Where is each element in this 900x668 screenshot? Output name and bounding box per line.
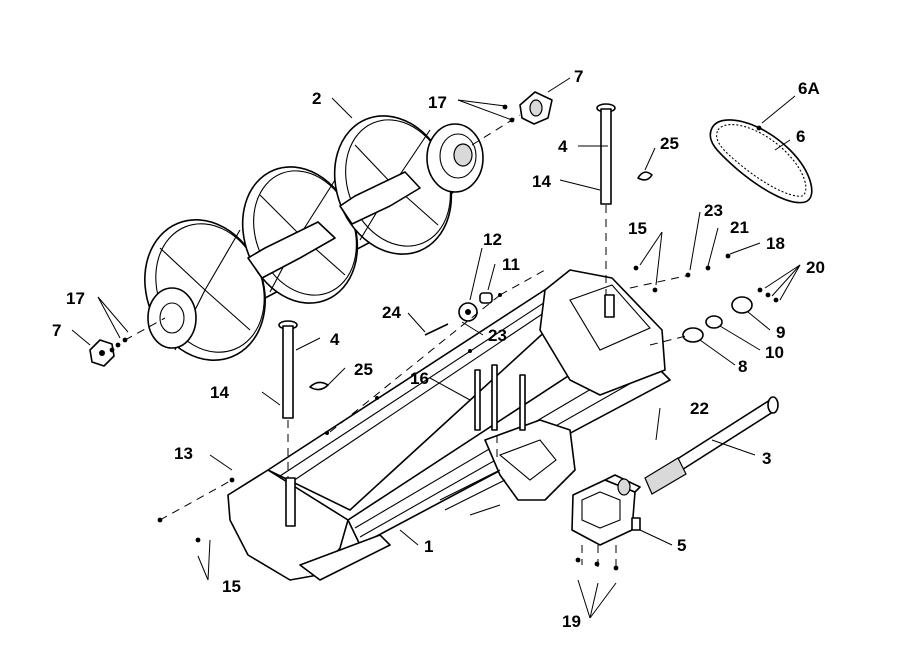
callout-6a: 6A: [798, 79, 820, 98]
callout-3: 3: [762, 449, 771, 468]
pin-24: [424, 323, 449, 336]
callout-23-lower: 23: [488, 326, 507, 345]
drive-chain: [709, 119, 813, 204]
bearing-8: [682, 327, 704, 343]
bushing: [479, 292, 493, 304]
post-right: [596, 103, 616, 205]
callout-21: 21: [730, 218, 749, 237]
clip-upper: [637, 171, 653, 181]
gearbox: [571, 474, 641, 546]
callout-7-upper: 7: [574, 67, 583, 86]
callout-23-upper: 23: [704, 201, 723, 220]
callout-22: 22: [690, 399, 709, 418]
bearing-9: [731, 296, 753, 314]
sprocket-small: [458, 302, 478, 322]
drive-shaft: [644, 396, 779, 495]
callout-13: 13: [174, 444, 193, 463]
callout-16: 16: [410, 369, 429, 388]
bearing-10: [705, 315, 723, 329]
callout-12: 12: [483, 230, 502, 249]
callout-2: 2: [312, 89, 321, 108]
callout-6: 6: [796, 127, 805, 146]
callout-20: 20: [806, 258, 825, 277]
bearing-plate-left: [89, 339, 115, 367]
callout-25-upper: 25: [660, 134, 679, 153]
auger-flighting: [144, 115, 484, 362]
callout-19: 19: [562, 612, 581, 631]
callout-15-upper: 15: [628, 219, 647, 238]
callout-8: 8: [738, 357, 747, 376]
callout-4-lower: 4: [330, 330, 340, 349]
leader-lines: [71, 77, 801, 619]
callout-24: 24: [382, 303, 401, 322]
callout-9: 9: [776, 323, 785, 342]
callout-10: 10: [765, 343, 784, 362]
callout-17-lower: 17: [66, 289, 85, 308]
callout-18: 18: [766, 234, 785, 253]
callout-17-upper: 17: [428, 93, 447, 112]
callout-14-upper: 14: [532, 172, 551, 191]
callout-4-upper: 4: [558, 137, 568, 156]
bearing-plate-right: [519, 91, 553, 125]
clip-lower: [309, 381, 329, 391]
callout-labels: 2 17 7 4 25 14 6A 6 23 15 21 18 20 9 10 …: [52, 67, 825, 631]
callout-1: 1: [424, 537, 433, 556]
callout-7-lower: 7: [52, 321, 61, 340]
callout-25-lower: 25: [354, 360, 373, 379]
post-left: [278, 320, 298, 419]
callout-14-lower: 14: [210, 383, 229, 402]
callout-15-lower: 15: [222, 577, 241, 596]
callout-5: 5: [677, 536, 686, 555]
callout-11: 11: [502, 255, 520, 274]
